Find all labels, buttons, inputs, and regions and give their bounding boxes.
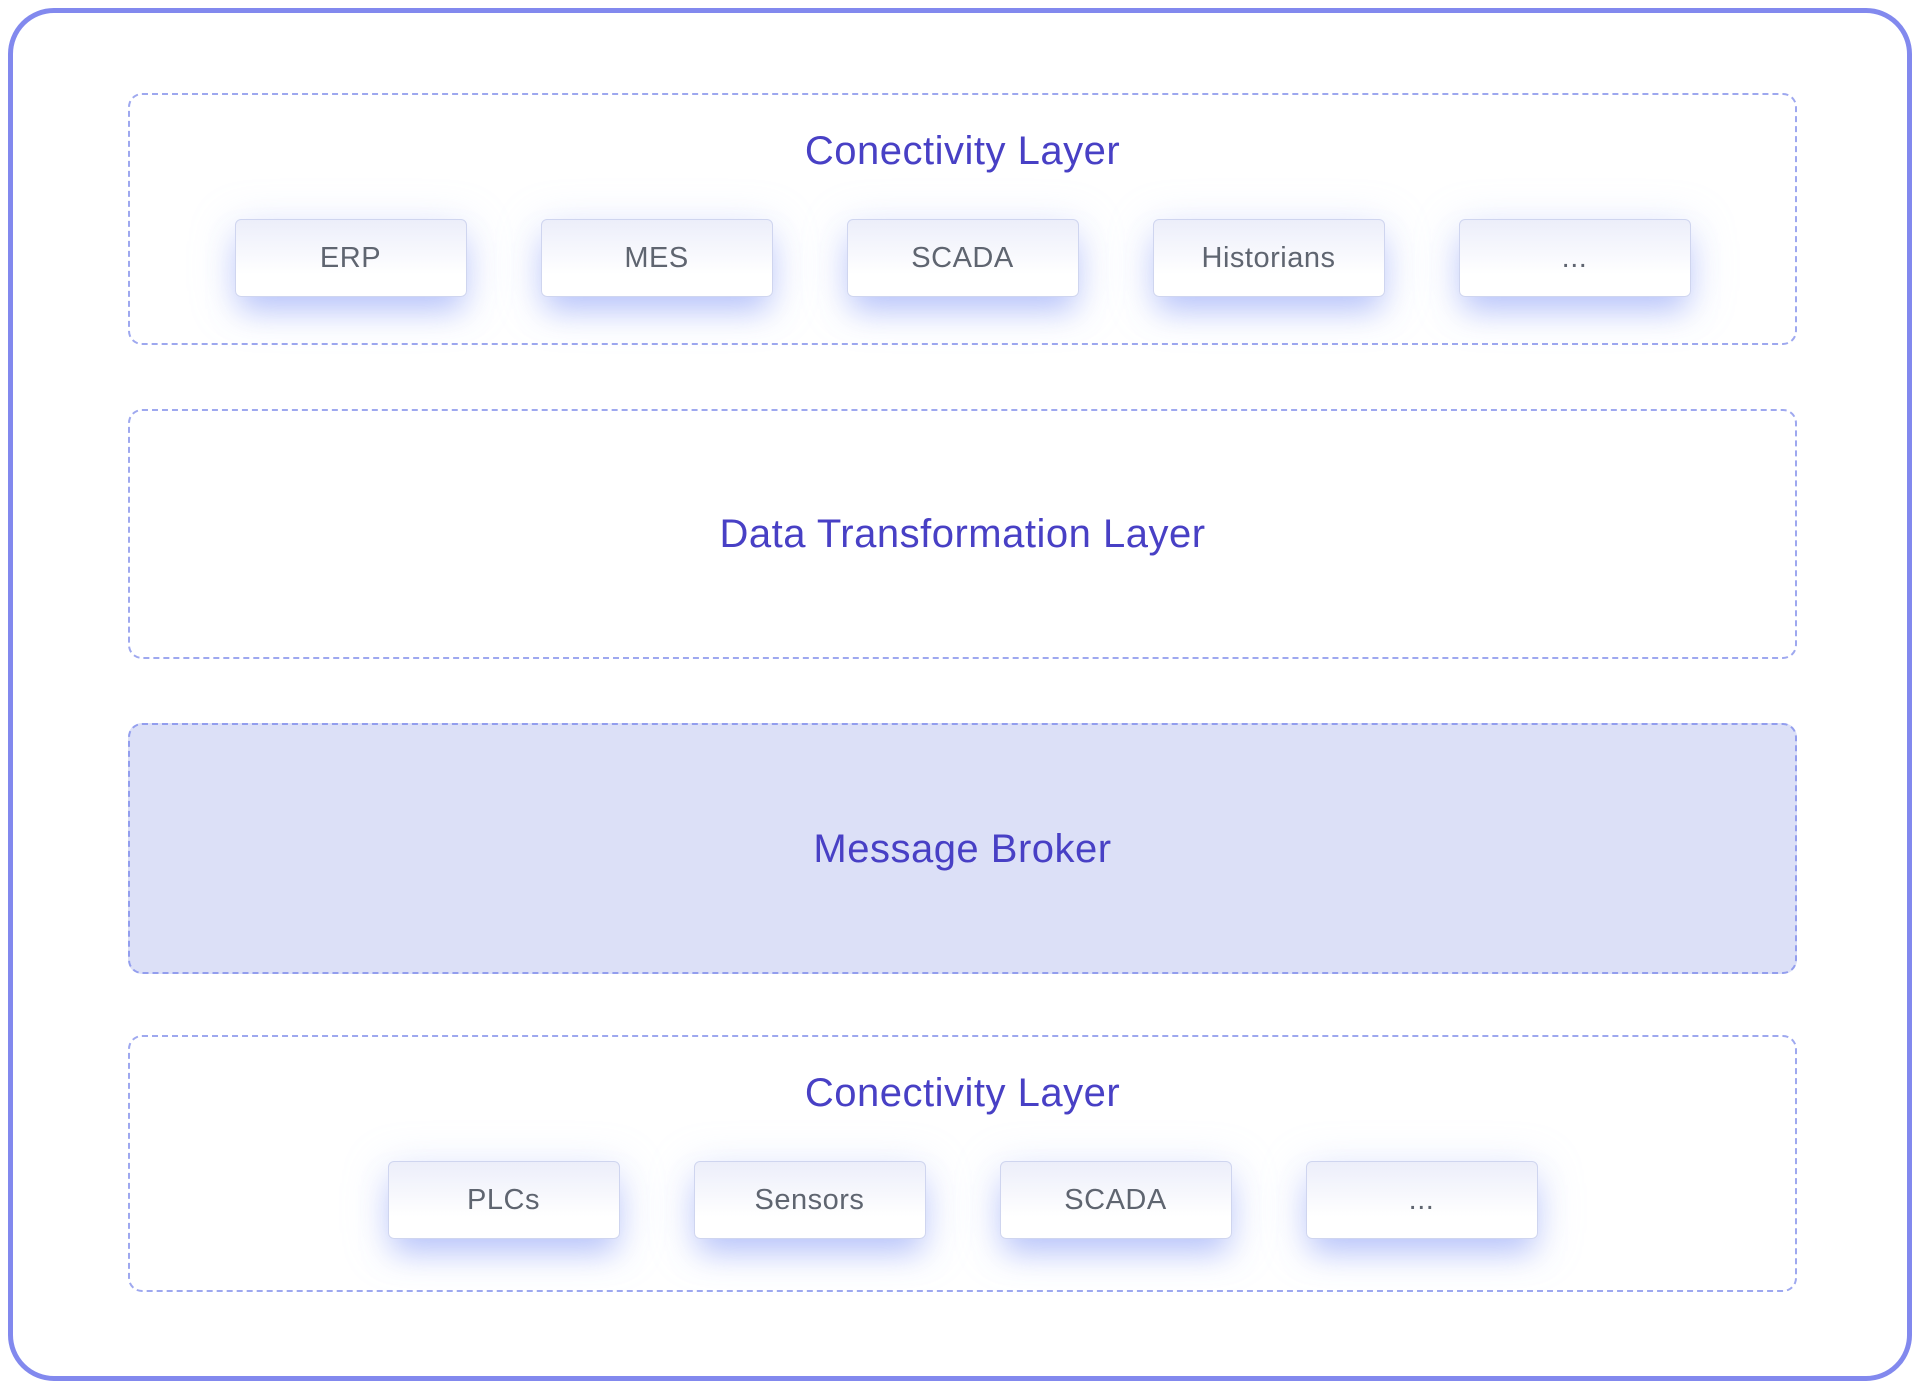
- component-box: Sensors: [693, 1161, 926, 1239]
- component-box: ...: [1458, 219, 1691, 297]
- connectivity-layer-bottom-box-row: PLCs Sensors SCADA...: [130, 1161, 1795, 1239]
- component-box: SCADA: [846, 219, 1079, 297]
- data-transformation-layer-section: Data Transformation Layer: [128, 409, 1797, 659]
- connectivity-layer-top-section: Conectivity Layer ERP MES SCADA Historians.…: [128, 93, 1797, 345]
- component-box: MES: [540, 219, 773, 297]
- connectivity-layer-top-title: Conectivity Layer: [804, 129, 1121, 173]
- component-box: ...: [1305, 1161, 1538, 1239]
- component-box: SCADA: [999, 1161, 1232, 1239]
- connectivity-layer-bottom-section: Conectivity Layer PLCs Sensors SCADA...: [128, 1035, 1797, 1292]
- message-broker-section: Message Broker: [128, 723, 1797, 974]
- data-transformation-layer-title: Data Transformation Layer: [719, 512, 1206, 556]
- connectivity-layer-bottom-title: Conectivity Layer: [804, 1071, 1121, 1115]
- component-box: ERP: [234, 219, 467, 297]
- component-box: Historians: [1152, 219, 1385, 297]
- component-box: PLCs: [387, 1161, 620, 1239]
- message-broker-title: Message Broker: [813, 826, 1112, 871]
- connectivity-layer-top-box-row: ERP MES SCADA Historians...: [130, 219, 1795, 297]
